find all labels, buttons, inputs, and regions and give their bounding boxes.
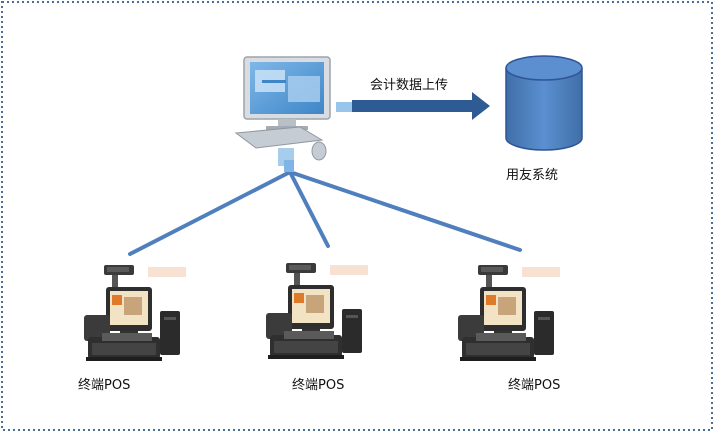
pos-terminal-label-1: 终端POS bbox=[78, 378, 131, 393]
upload-arrow bbox=[336, 92, 490, 120]
pos-terminal-label-2: 终端POS bbox=[292, 378, 345, 393]
database-icon bbox=[505, 55, 583, 151]
link-pos-1 bbox=[128, 170, 292, 256]
pos-terminal-2 bbox=[266, 263, 368, 359]
network-links bbox=[128, 170, 522, 256]
upload-label: 会计数据上传 bbox=[370, 78, 449, 93]
database-label: 用友系统 bbox=[506, 168, 559, 183]
link-pos-2 bbox=[288, 170, 330, 248]
pos-terminal-1 bbox=[84, 265, 186, 361]
link-pos-3 bbox=[288, 170, 522, 252]
pos-terminal-label-3: 终端POS bbox=[508, 378, 561, 393]
pos-terminal-3 bbox=[458, 265, 560, 361]
computer-icon bbox=[234, 56, 331, 172]
